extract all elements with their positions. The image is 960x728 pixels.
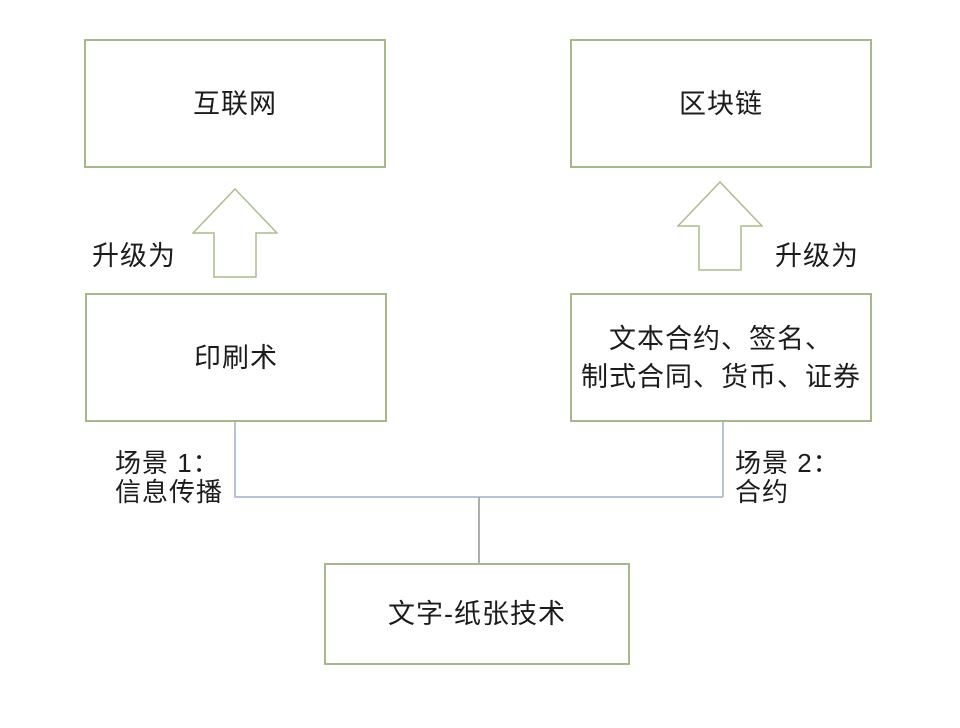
box-printing-label: 印刷术 — [194, 342, 278, 373]
scenario-2-line1: 场景 2： — [735, 448, 840, 478]
box-internet-label: 互联网 — [193, 88, 277, 119]
box-contracts-label: 文本合约、签名、制式合同、货币、证券 — [581, 320, 861, 396]
box-contracts-label-line2: 制式合同、货币、证券 — [581, 361, 861, 392]
box-contracts: 文本合约、签名、制式合同、货币、证券 — [570, 293, 872, 422]
upgrade-label-left: 升级为 — [92, 241, 176, 271]
box-printing: 印刷术 — [85, 293, 387, 422]
up-arrow-icon — [677, 181, 763, 271]
box-internet: 互联网 — [84, 39, 386, 168]
scenario-1-line2: 信息传播 — [115, 477, 224, 507]
scenario-1-label: 场景 1： 信息传播 — [115, 449, 223, 507]
box-blockchain: 区块链 — [570, 39, 872, 168]
box-contracts-label-line1: 文本合约、签名、 — [609, 323, 833, 354]
scenario-1-line1: 场景 1： — [115, 448, 220, 478]
connector-horizontal-junction — [234, 496, 723, 498]
connector-contracts-to-junction — [722, 422, 724, 497]
connector-printing-to-junction — [234, 422, 236, 497]
scenario-2-label: 场景 2： 合约 — [735, 449, 840, 507]
box-paper: 文字-纸张技术 — [324, 563, 630, 665]
box-blockchain-label: 区块链 — [679, 88, 763, 119]
up-arrow-icon — [192, 188, 278, 278]
connector-junction-to-paper — [478, 497, 480, 563]
upgrade-label-right: 升级为 — [775, 241, 859, 271]
box-paper-label: 文字-纸张技术 — [388, 599, 566, 629]
scenario-2-line2: 合约 — [735, 477, 790, 507]
